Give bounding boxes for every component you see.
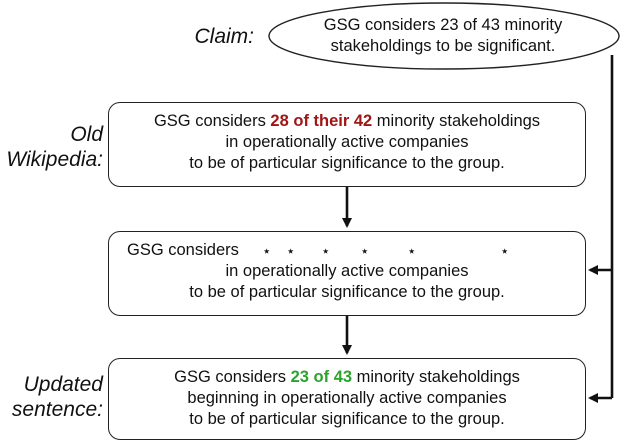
updated-label-line-2: sentence:	[11, 398, 103, 421]
mask-star-6: ⋆	[500, 243, 510, 260]
old-wikipedia-line-1: GSG considers 28 of their 42 minority st…	[153, 112, 541, 130]
claim-text: GSG considers 23 of 43 minority stakehol…	[268, 15, 618, 57]
updated-line-3: to be of particular significance to the …	[189, 410, 505, 428]
updated-highlight: 23 of 43	[290, 368, 353, 386]
claim-line-1: GSG considers 23 of 43 minority	[323, 16, 563, 34]
old-wikipedia-box: GSG considers 28 of their 42 minority st…	[108, 102, 586, 187]
claim-ellipse	[268, 2, 620, 70]
old-wikipedia-line-3: to be of particular significance to the …	[189, 154, 505, 172]
mask-star-2: ⋆	[286, 243, 296, 260]
old-wikipedia-label-line-2: Wikipedia:	[6, 148, 103, 171]
old-wikipedia-line-2: in operationally active companies	[225, 133, 469, 151]
claim-label: Claim:	[194, 25, 254, 48]
mask-star-5: ⋆	[407, 243, 417, 260]
old-wikipedia-highlight: 28 of their 42	[270, 112, 373, 130]
old-wikipedia-label-line-1: Old	[70, 123, 103, 146]
claim-line-2: stakeholdings to be significant.	[330, 37, 556, 55]
masked-box: GSG considers ⋆ ⋆ ⋆ ⋆ ⋆ ⋆ in operational…	[108, 231, 586, 316]
masked-line-1: GSG considers	[127, 241, 239, 259]
mask-star-1: ⋆	[262, 243, 272, 260]
masked-line-2: in operationally active companies	[225, 262, 469, 280]
updated-line-2: beginning in operationally active compan…	[187, 389, 507, 407]
masked-line-3: to be of particular significance to the …	[189, 283, 505, 301]
old-wikipedia-label: Old Wikipedia:	[0, 122, 103, 172]
mask-star-3: ⋆	[321, 243, 331, 260]
updated-line-1: GSG considers 23 of 43 minority stakehol…	[174, 368, 520, 386]
mask-star-4: ⋆	[360, 243, 370, 260]
updated-label: Updated sentence:	[0, 372, 103, 422]
updated-box: GSG considers 23 of 43 minority stakehol…	[108, 358, 586, 440]
updated-label-line-1: Updated	[23, 373, 103, 396]
